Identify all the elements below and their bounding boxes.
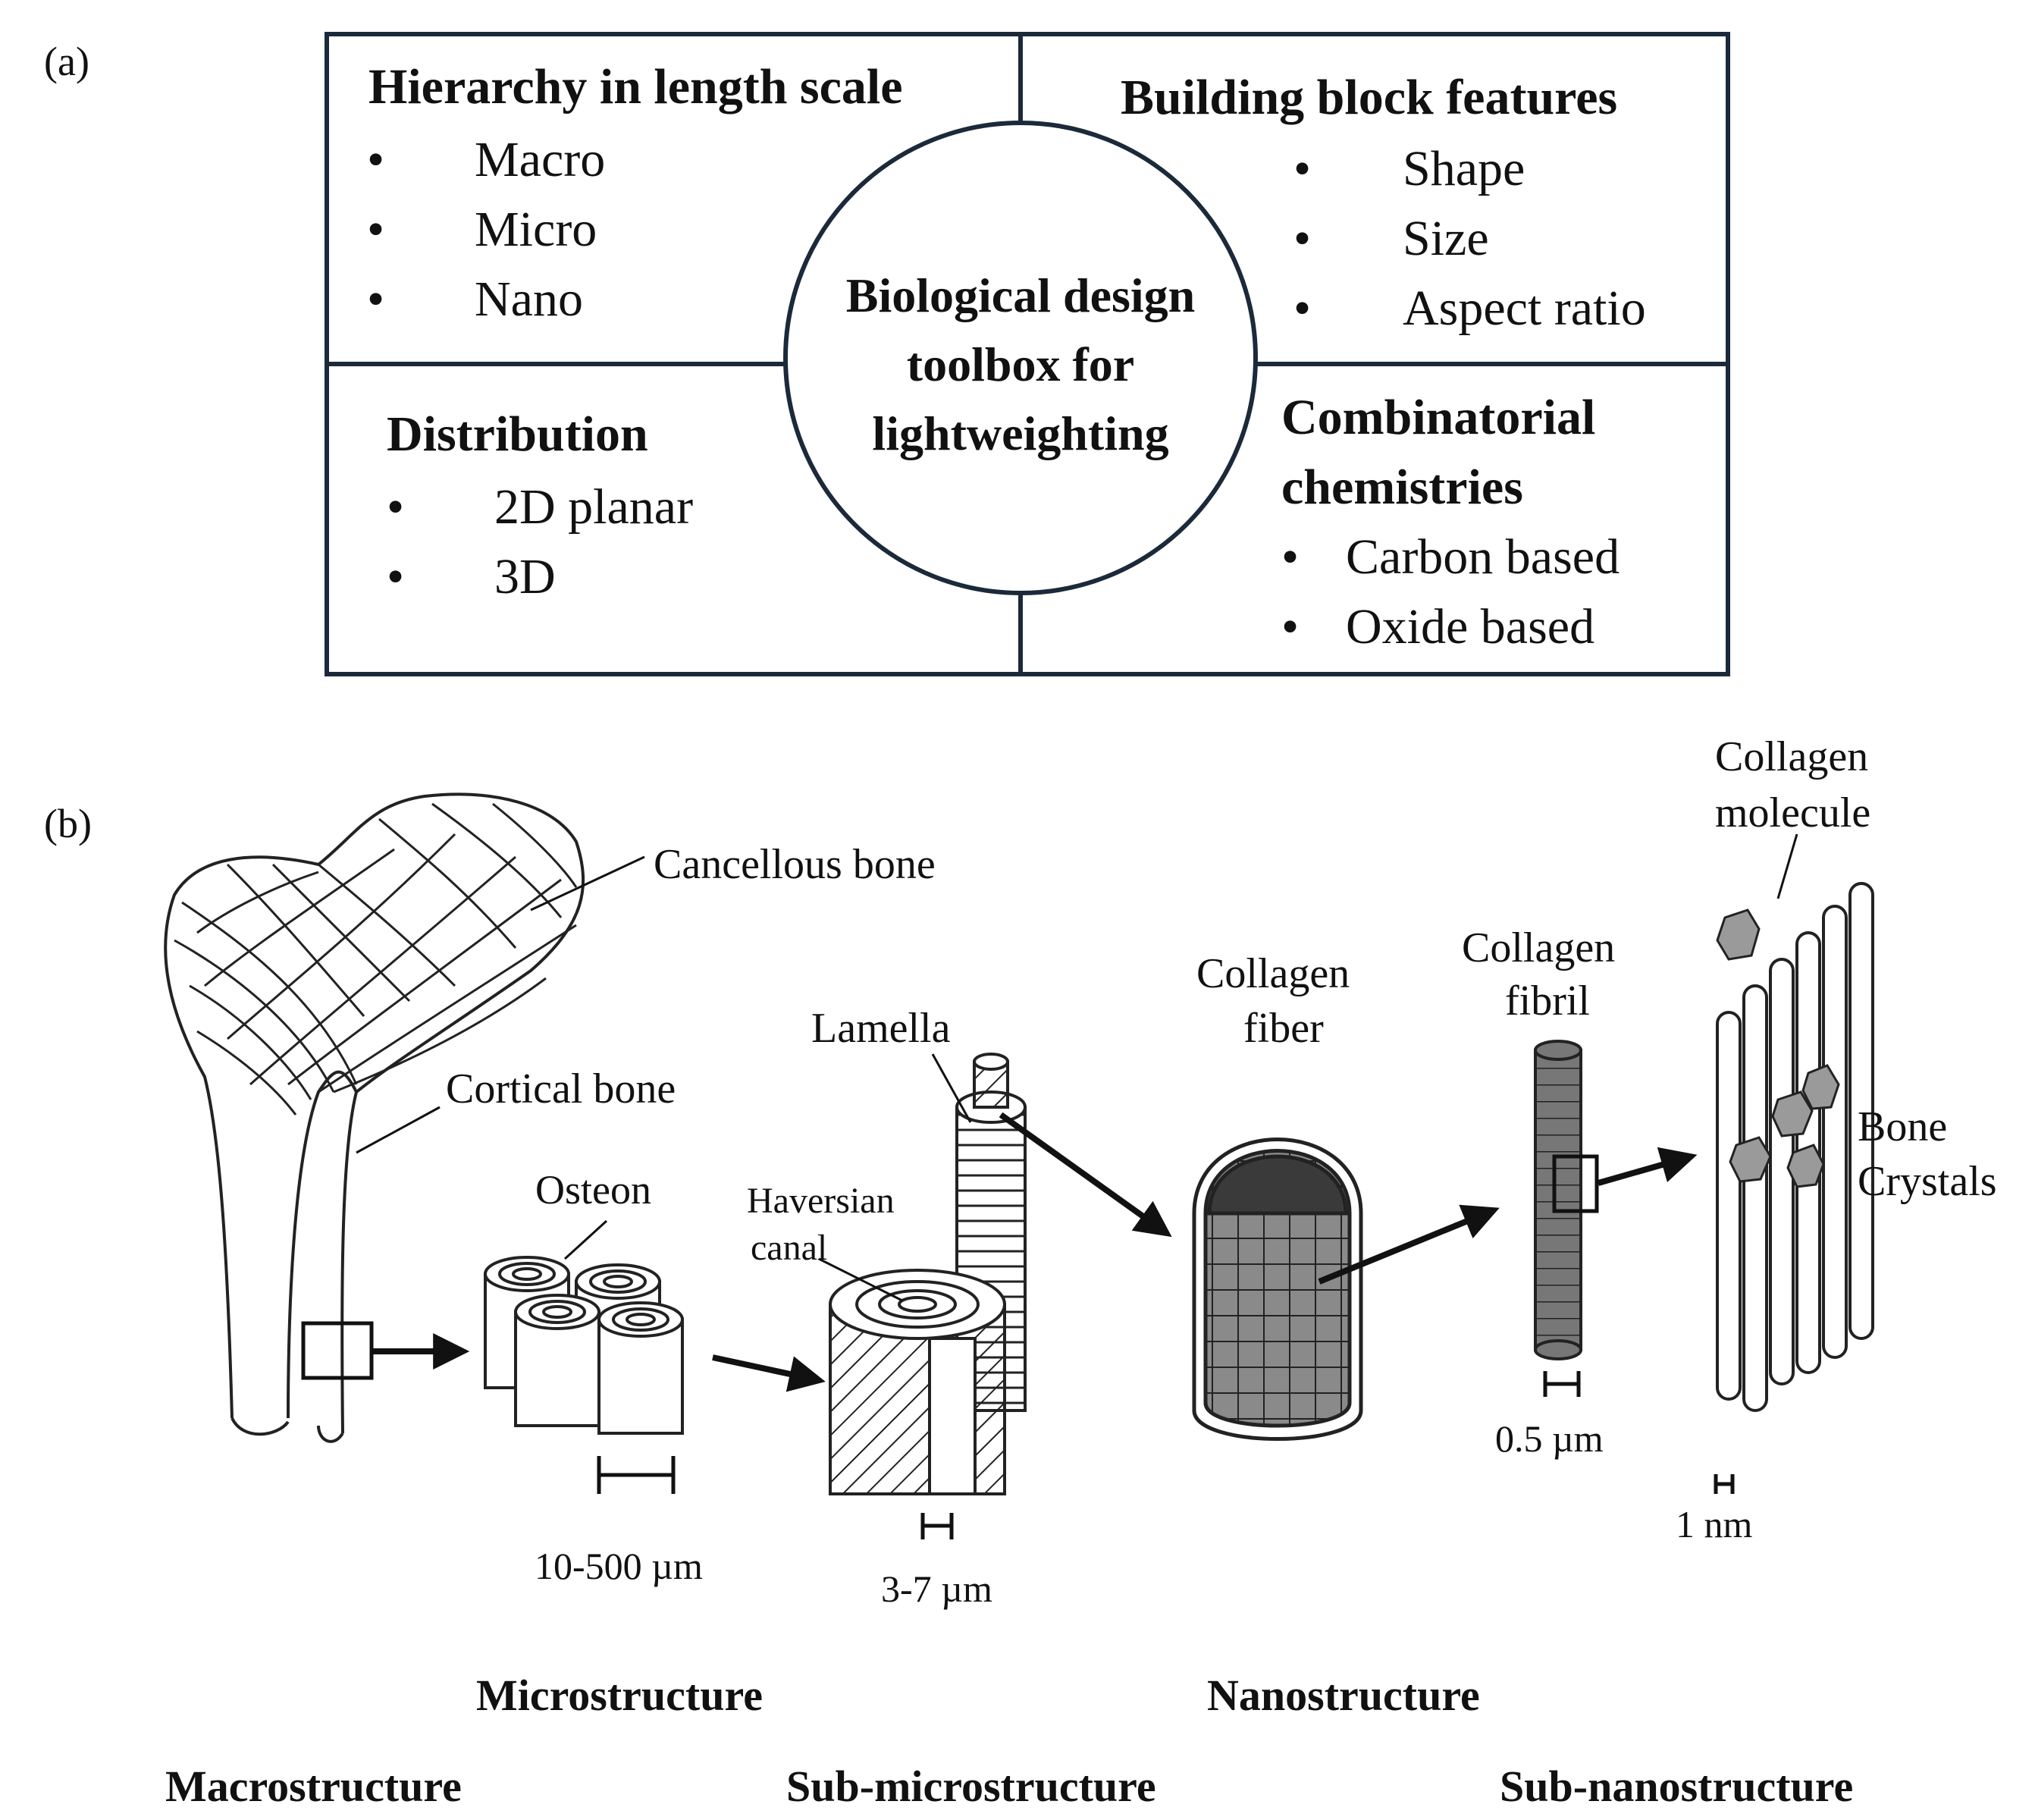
- label-collagen-molecule-line2: molecule: [1715, 789, 1871, 836]
- leader-cortical: [356, 1106, 441, 1154]
- scale-bar-lamella: [920, 1513, 954, 1539]
- panel-b-label: (b): [44, 801, 92, 846]
- leader-haversian: [818, 1257, 903, 1302]
- label-collagen-fiber-line1: Collagen: [1196, 950, 1350, 997]
- scale-label-fibril: 0.5 µm: [1495, 1417, 1604, 1460]
- label-haversian-line2: canal: [751, 1228, 828, 1268]
- label-cortical-bone: Cortical bone: [446, 1065, 676, 1112]
- collagen-fibril-illustration: [1534, 1040, 1582, 1360]
- osteon-illustration: [484, 1256, 684, 1435]
- femur-selection-box: [301, 1321, 374, 1380]
- arrow-osteon-to-haversian: [712, 1354, 826, 1392]
- center-title-line3: lightweighting: [872, 406, 1169, 460]
- level-sub-nanostructure: Sub-nanostructure: [1500, 1762, 1854, 1811]
- level-microstructure: Microstructure: [476, 1671, 763, 1720]
- arrow-fibril-to-molecule: [1597, 1147, 1698, 1186]
- arrow-fiber-to-fibril: [1318, 1204, 1500, 1285]
- fibril-selection-box: [1552, 1154, 1599, 1213]
- scale-label-osteon: 10-500 µm: [535, 1545, 703, 1587]
- center-title-line2: toolbox for: [906, 337, 1135, 391]
- bone-crystals-illustration: [1716, 908, 1840, 1188]
- label-osteon: Osteon: [535, 1167, 651, 1213]
- label-haversian-line1: Haversian: [747, 1181, 895, 1221]
- label-lamella: Lamella: [811, 1005, 951, 1052]
- combinatorial-title-line1: Combinatorial: [1281, 390, 1596, 445]
- item-aspect-ratio: Aspect ratio: [1403, 281, 1646, 336]
- panel-a-frame: [325, 32, 1730, 676]
- label-collagen-fiber-line2: fiber: [1243, 1005, 1324, 1052]
- leader-collagen-molecule: [1776, 833, 1798, 899]
- combinatorial-title-line2: chemistries: [1281, 460, 1523, 515]
- bullet: •: [387, 479, 405, 535]
- center-title: Biological design toolbox for lightweigh…: [793, 262, 1248, 469]
- bullet: •: [1293, 211, 1312, 266]
- panel-a-label: (a): [44, 39, 89, 84]
- arrow-lamella-to-fiber: [999, 1112, 1172, 1238]
- item-micro: Micro: [475, 202, 597, 257]
- scale-bar-fibril: [1543, 1371, 1581, 1397]
- item-2d-planar: 2D planar: [494, 479, 694, 535]
- bullet: •: [1281, 529, 1300, 585]
- leader-cancellous: [530, 855, 645, 912]
- item-shape: Shape: [1403, 141, 1525, 196]
- bullet: •: [367, 132, 385, 187]
- leader-lamella: [931, 1053, 972, 1123]
- label-cancellous-bone: Cancellous bone: [654, 841, 936, 888]
- hierarchy-title: Hierarchy in length scale: [368, 59, 903, 115]
- bone-hierarchy-diagram: [164, 792, 1874, 1539]
- item-macro: Macro: [475, 132, 606, 187]
- bullet: •: [1281, 599, 1300, 654]
- level-nanostructure: Nanostructure: [1207, 1671, 1480, 1720]
- center-title-line1: Biological design: [845, 268, 1196, 322]
- collagen-fiber-illustration: [1192, 1138, 1363, 1441]
- level-sub-microstructure: Sub-microstructure: [786, 1762, 1156, 1811]
- bullet: •: [1293, 141, 1312, 196]
- level-macrostructure: Macrostructure: [165, 1762, 462, 1811]
- bullet: •: [367, 202, 385, 257]
- femur-illustration: [164, 792, 585, 1443]
- distribution-title: Distribution: [387, 406, 648, 462]
- item-carbon-based: Carbon based: [1346, 529, 1620, 585]
- label-collagen-fibril-line2: fibril: [1505, 977, 1590, 1025]
- haversian-illustration: [829, 1053, 1027, 1495]
- label-bone-crystals-line1: Bone: [1858, 1103, 1948, 1150]
- bullet: •: [367, 271, 385, 327]
- item-nano: Nano: [475, 271, 583, 327]
- building-block-title: Building block features: [1121, 70, 1618, 125]
- label-bone-crystals-line2: Crystals: [1858, 1158, 1997, 1205]
- scale-label-molecule: 1 nm: [1676, 1503, 1753, 1545]
- item-3d: 3D: [494, 549, 556, 604]
- item-oxide-based: Oxide based: [1346, 599, 1595, 654]
- label-collagen-molecule-line1: Collagen: [1715, 733, 1869, 780]
- leader-osteon: [563, 1219, 608, 1260]
- scale-bar-osteon: [597, 1456, 676, 1494]
- item-size: Size: [1403, 211, 1489, 266]
- bullet: •: [1293, 281, 1312, 336]
- scale-bar-molecule: [1714, 1474, 1735, 1494]
- scale-label-lamella: 3-7 µm: [881, 1567, 992, 1610]
- bullet: •: [387, 549, 405, 604]
- label-collagen-fibril-line1: Collagen: [1462, 924, 1616, 971]
